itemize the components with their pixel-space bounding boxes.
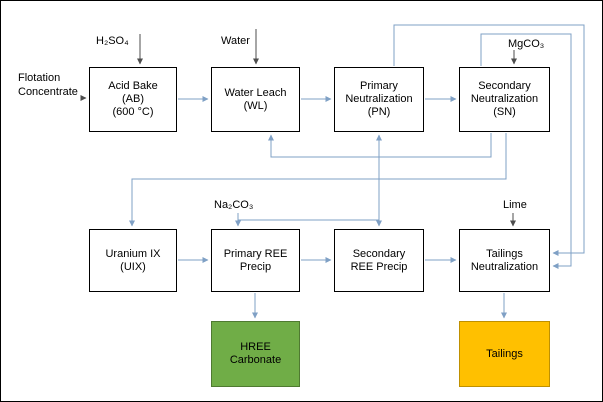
node-tailings-neutralization: Tailings Neutralization [459,229,550,292]
label-mgco3: MgCO₃ [508,38,545,50]
node-primary-neutralization: Primary Neutralization (PN) [334,67,424,132]
node-acid-bake: Acid Bake (AB) (600 °C) [89,67,177,132]
label-lime: Lime [503,199,527,211]
label-na2co3: Na₂CO₃ [214,199,254,211]
line-solution-to-uranium-ix [129,133,507,227]
label-flotation-concentrate: Flotation Concentrate [18,72,78,98]
label-h2so4: H₂SO₄ [96,35,129,47]
node-secondary-neutralization: Secondary Neutralization (SN) [459,67,550,132]
label-water: Water [221,35,250,47]
recycle-primary-neutralization-to-tailings-neutralization [393,24,585,256]
node-water-leach: Water Leach (WL) [211,67,300,132]
recycle-secondary-neutralization-to-tailings-neutralization [480,33,572,269]
node-hree-carbonate: HREE Carbonate [211,321,300,387]
node-secondary-ree-precip: Secondary REE Precip [334,229,424,292]
node-tailings: Tailings [459,321,550,387]
node-primary-ree-precip: Primary REE Precip [211,229,300,292]
recycle-secondary-neutralization-to-water-leach [268,133,492,158]
node-uranium-ix: Uranium IX (UIX) [89,229,177,292]
